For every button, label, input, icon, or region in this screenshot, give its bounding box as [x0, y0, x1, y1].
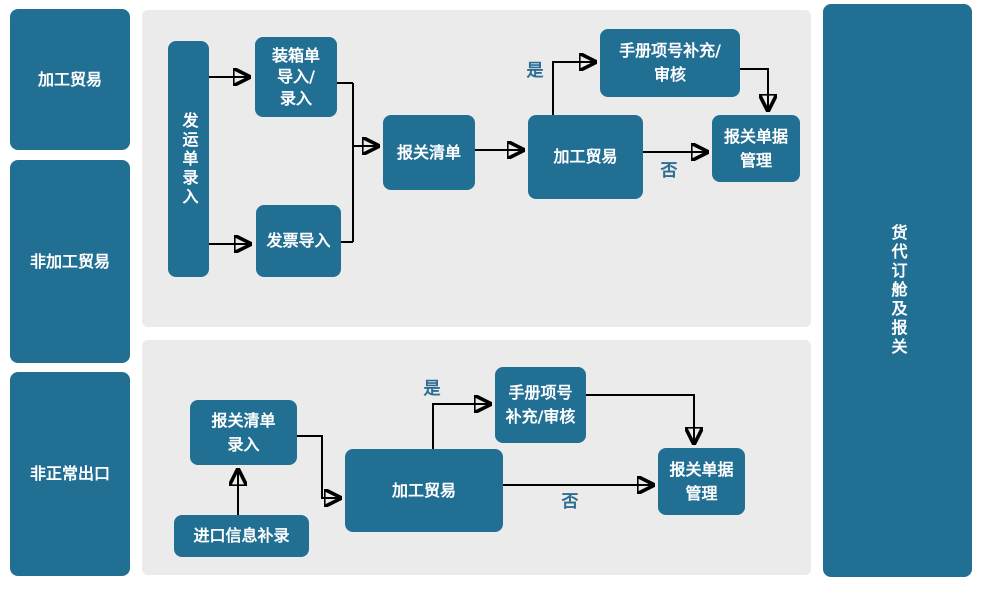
node-declaration-doc-management-top: 报关单据 管理	[712, 115, 800, 182]
lane-abnormal-export: 非正常出口	[10, 372, 130, 576]
lane-label: 货代订舱及报关	[888, 224, 908, 357]
node-shipping-order-entry: 发运单录入	[168, 41, 209, 277]
node-declaration-list: 报关清单	[383, 115, 475, 190]
node-label: 手册项号补充/ 审核	[619, 41, 721, 84]
node-label: 加工贸易	[391, 480, 456, 500]
no-label-bottom: 否	[561, 492, 579, 512]
node-declaration-list-entry: 报关清单 录入	[190, 400, 297, 465]
lane-non-processing-trade: 非加工贸易	[10, 160, 130, 363]
lane-forwarder-booking-declaration: 货代订舱及报关	[823, 4, 972, 577]
node-label: 报关清单	[396, 142, 461, 162]
node-label: 报关清单 录入	[211, 410, 276, 454]
node-label: 报关单据 管理	[723, 126, 788, 170]
no-label-top: 否	[660, 161, 678, 181]
yes-label-top: 是	[526, 61, 544, 81]
node-packing-list-import: 装箱单 导入/ 录入	[255, 37, 337, 117]
node-manual-item-supplement-top: 手册项号补充/ 审核	[600, 29, 740, 97]
node-invoice-import: 发票导入	[256, 205, 341, 277]
node-processing-trade-bottom: 加工贸易	[345, 449, 503, 532]
node-label: 进口信息补录	[193, 526, 290, 545]
node-processing-trade-top: 加工贸易	[528, 115, 643, 199]
yes-label-bottom: 是	[423, 379, 441, 399]
lane-label: 非正常出口	[29, 464, 110, 483]
node-label: 发票导入	[266, 231, 331, 250]
lane-label: 非加工贸易	[29, 251, 110, 271]
node-label: 报关单据 管理	[669, 459, 734, 503]
node-label: 手册项号 补充/审核	[505, 383, 576, 426]
node-label: 发运单录入	[179, 111, 199, 207]
lane-processing-trade: 加工贸易	[10, 9, 130, 150]
node-label: 装箱单 导入/ 录入	[271, 45, 320, 108]
node-manual-item-supplement-bottom: 手册项号 补充/审核	[495, 367, 586, 443]
node-label: 加工贸易	[553, 147, 618, 166]
node-declaration-doc-management-bottom: 报关单据 管理	[658, 448, 745, 515]
lane-label: 加工贸易	[37, 69, 102, 89]
node-import-info-supplement: 进口信息补录	[174, 515, 309, 557]
